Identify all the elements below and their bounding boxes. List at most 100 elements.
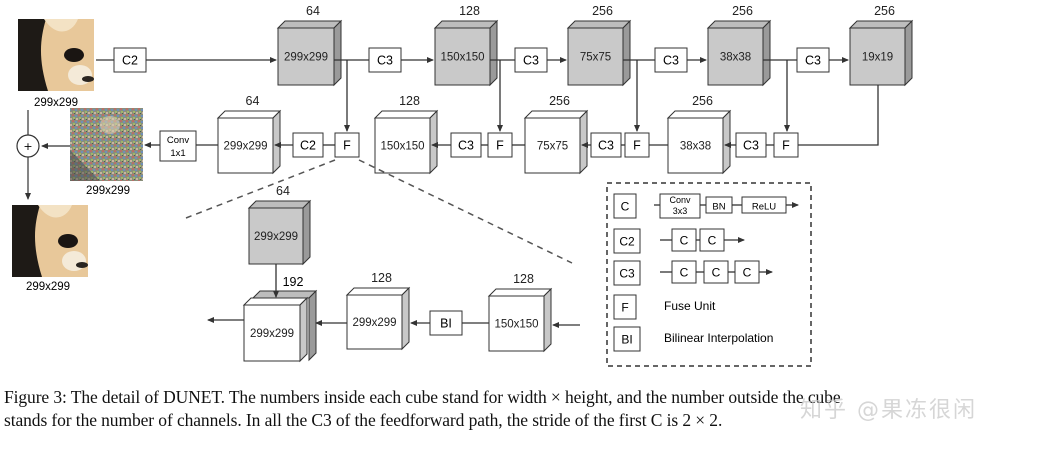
cube-size-label: 150x150 — [440, 52, 484, 64]
cube-side-face — [543, 287, 552, 353]
op-label: C2 — [300, 139, 316, 153]
op-label: F — [496, 139, 504, 153]
cube-side-face — [302, 199, 311, 266]
cube-side-face — [401, 286, 410, 351]
cube-top-face — [566, 20, 632, 29]
fuse-detail-concat-front: 299x299 — [242, 296, 309, 363]
op-label: C3 — [458, 139, 474, 153]
fuse-detail-concat-cube: 299x299 — [242, 289, 318, 363]
residual-image-label: 299x299 — [86, 185, 130, 197]
encoder-op-c3-5: C3 — [796, 47, 830, 73]
op-label: C — [708, 234, 717, 248]
cube-side-face — [308, 289, 317, 362]
legend-fuse-unit-text: Fuse Unit — [664, 299, 716, 313]
fuse-unit-3: F — [624, 132, 650, 158]
cube-side-face — [722, 109, 731, 175]
fuse-detail-input-cube: 299x299 64 — [247, 184, 312, 266]
op-box — [613, 228, 641, 254]
legend-key-bi: BI — [613, 326, 641, 352]
cube-side-face — [579, 109, 588, 175]
cube-top-face — [706, 20, 772, 29]
decoder-op-c3-3: C3 — [590, 132, 622, 158]
op-label: C3 — [743, 139, 759, 153]
zoom-guide-line — [185, 159, 336, 219]
encoder-cube-5: 19x19 256 — [848, 4, 914, 87]
cube-channel-label: 256 — [874, 4, 895, 18]
cube-side-face — [429, 109, 438, 175]
op-label: F — [782, 139, 790, 153]
op-box — [659, 193, 701, 219]
zoom-guide-line — [358, 159, 573, 264]
conv-1x1-line2: 1x1 — [170, 148, 185, 159]
cube-channel-label: 256 — [592, 4, 613, 18]
op-label: C — [621, 200, 630, 214]
cube-channel-label: 128 — [513, 272, 534, 286]
output-image — [12, 205, 88, 277]
op-label: F — [633, 139, 641, 153]
cube-top-face — [242, 297, 309, 306]
cube-front-face — [488, 295, 545, 352]
encoder-op-c3-3: C3 — [514, 47, 548, 73]
bilinear-interpolation-box: BI — [429, 310, 463, 336]
encoder-op-c2-1: C2 — [113, 47, 147, 73]
residual-image — [70, 108, 143, 181]
cube-size-label: 299x299 — [254, 231, 298, 243]
cube-channel-label: 256 — [732, 4, 753, 18]
legend-conv-line2: 3x3 — [673, 206, 688, 216]
cube-front-face — [277, 27, 335, 86]
cube-top-face — [247, 200, 312, 209]
op-box — [292, 132, 324, 158]
cube-top-face — [345, 287, 411, 296]
op-label: C3 — [805, 54, 821, 68]
op-label: C3 — [598, 139, 614, 153]
conv-1x1-box — [159, 130, 197, 162]
cube-channel-label: 64 — [276, 184, 290, 198]
cube-front-face — [567, 27, 624, 86]
cube-size-label: 19x19 — [862, 52, 893, 64]
op-label: C — [680, 266, 689, 280]
legend-key-c: C — [613, 193, 637, 219]
cube-top-face — [487, 288, 553, 297]
op-label: C — [712, 266, 721, 280]
legend-bn-box: BN — [705, 196, 733, 214]
watermark: 知乎 @果冻很闲 — [800, 398, 977, 423]
fuse-unit-1: F — [334, 132, 360, 158]
cube-top-face — [666, 110, 732, 119]
cube-size-label: 299x299 — [223, 141, 267, 153]
figure-caption: Figure 3: The detail of DUNET. The numbe… — [4, 386, 1044, 432]
op-label: C3 — [377, 54, 393, 68]
caption-line-1: Figure 3: The detail of DUNET. The numbe… — [4, 387, 841, 407]
input-image-label: 299x299 — [34, 97, 78, 109]
cube-front-face — [667, 117, 724, 174]
cube-size-label: 75x75 — [537, 141, 568, 153]
op-box — [113, 47, 147, 73]
concat-channel-label: 192 — [283, 275, 304, 289]
cube-top-face — [216, 110, 282, 119]
fuse-unit-2: F — [487, 132, 513, 158]
cube-front-face — [243, 304, 301, 362]
cube-channel-label: 128 — [371, 271, 392, 285]
dunet-diagram: 299x299 299x299 + 299x299 299x29964150x1… — [12, 4, 914, 367]
decoder-op-c3-2: C3 — [450, 132, 482, 158]
cube-front-face — [434, 27, 491, 86]
cube-size-label: 299x299 — [250, 328, 294, 340]
decoder-op-c2-1: C2 — [292, 132, 324, 158]
cube-front-face — [524, 117, 581, 174]
cube-side-face — [762, 19, 771, 87]
fuse-unit-4: F — [773, 132, 799, 158]
cube-size-label: 150x150 — [380, 141, 424, 153]
legend-c3-c3: C — [734, 260, 760, 284]
op-label: C3 — [619, 267, 635, 281]
cube-channel-label: 64 — [306, 4, 320, 18]
op-label: C2 — [122, 54, 138, 68]
op-label: F — [343, 139, 351, 153]
cube-front-face — [248, 207, 304, 265]
legend — [606, 182, 812, 367]
